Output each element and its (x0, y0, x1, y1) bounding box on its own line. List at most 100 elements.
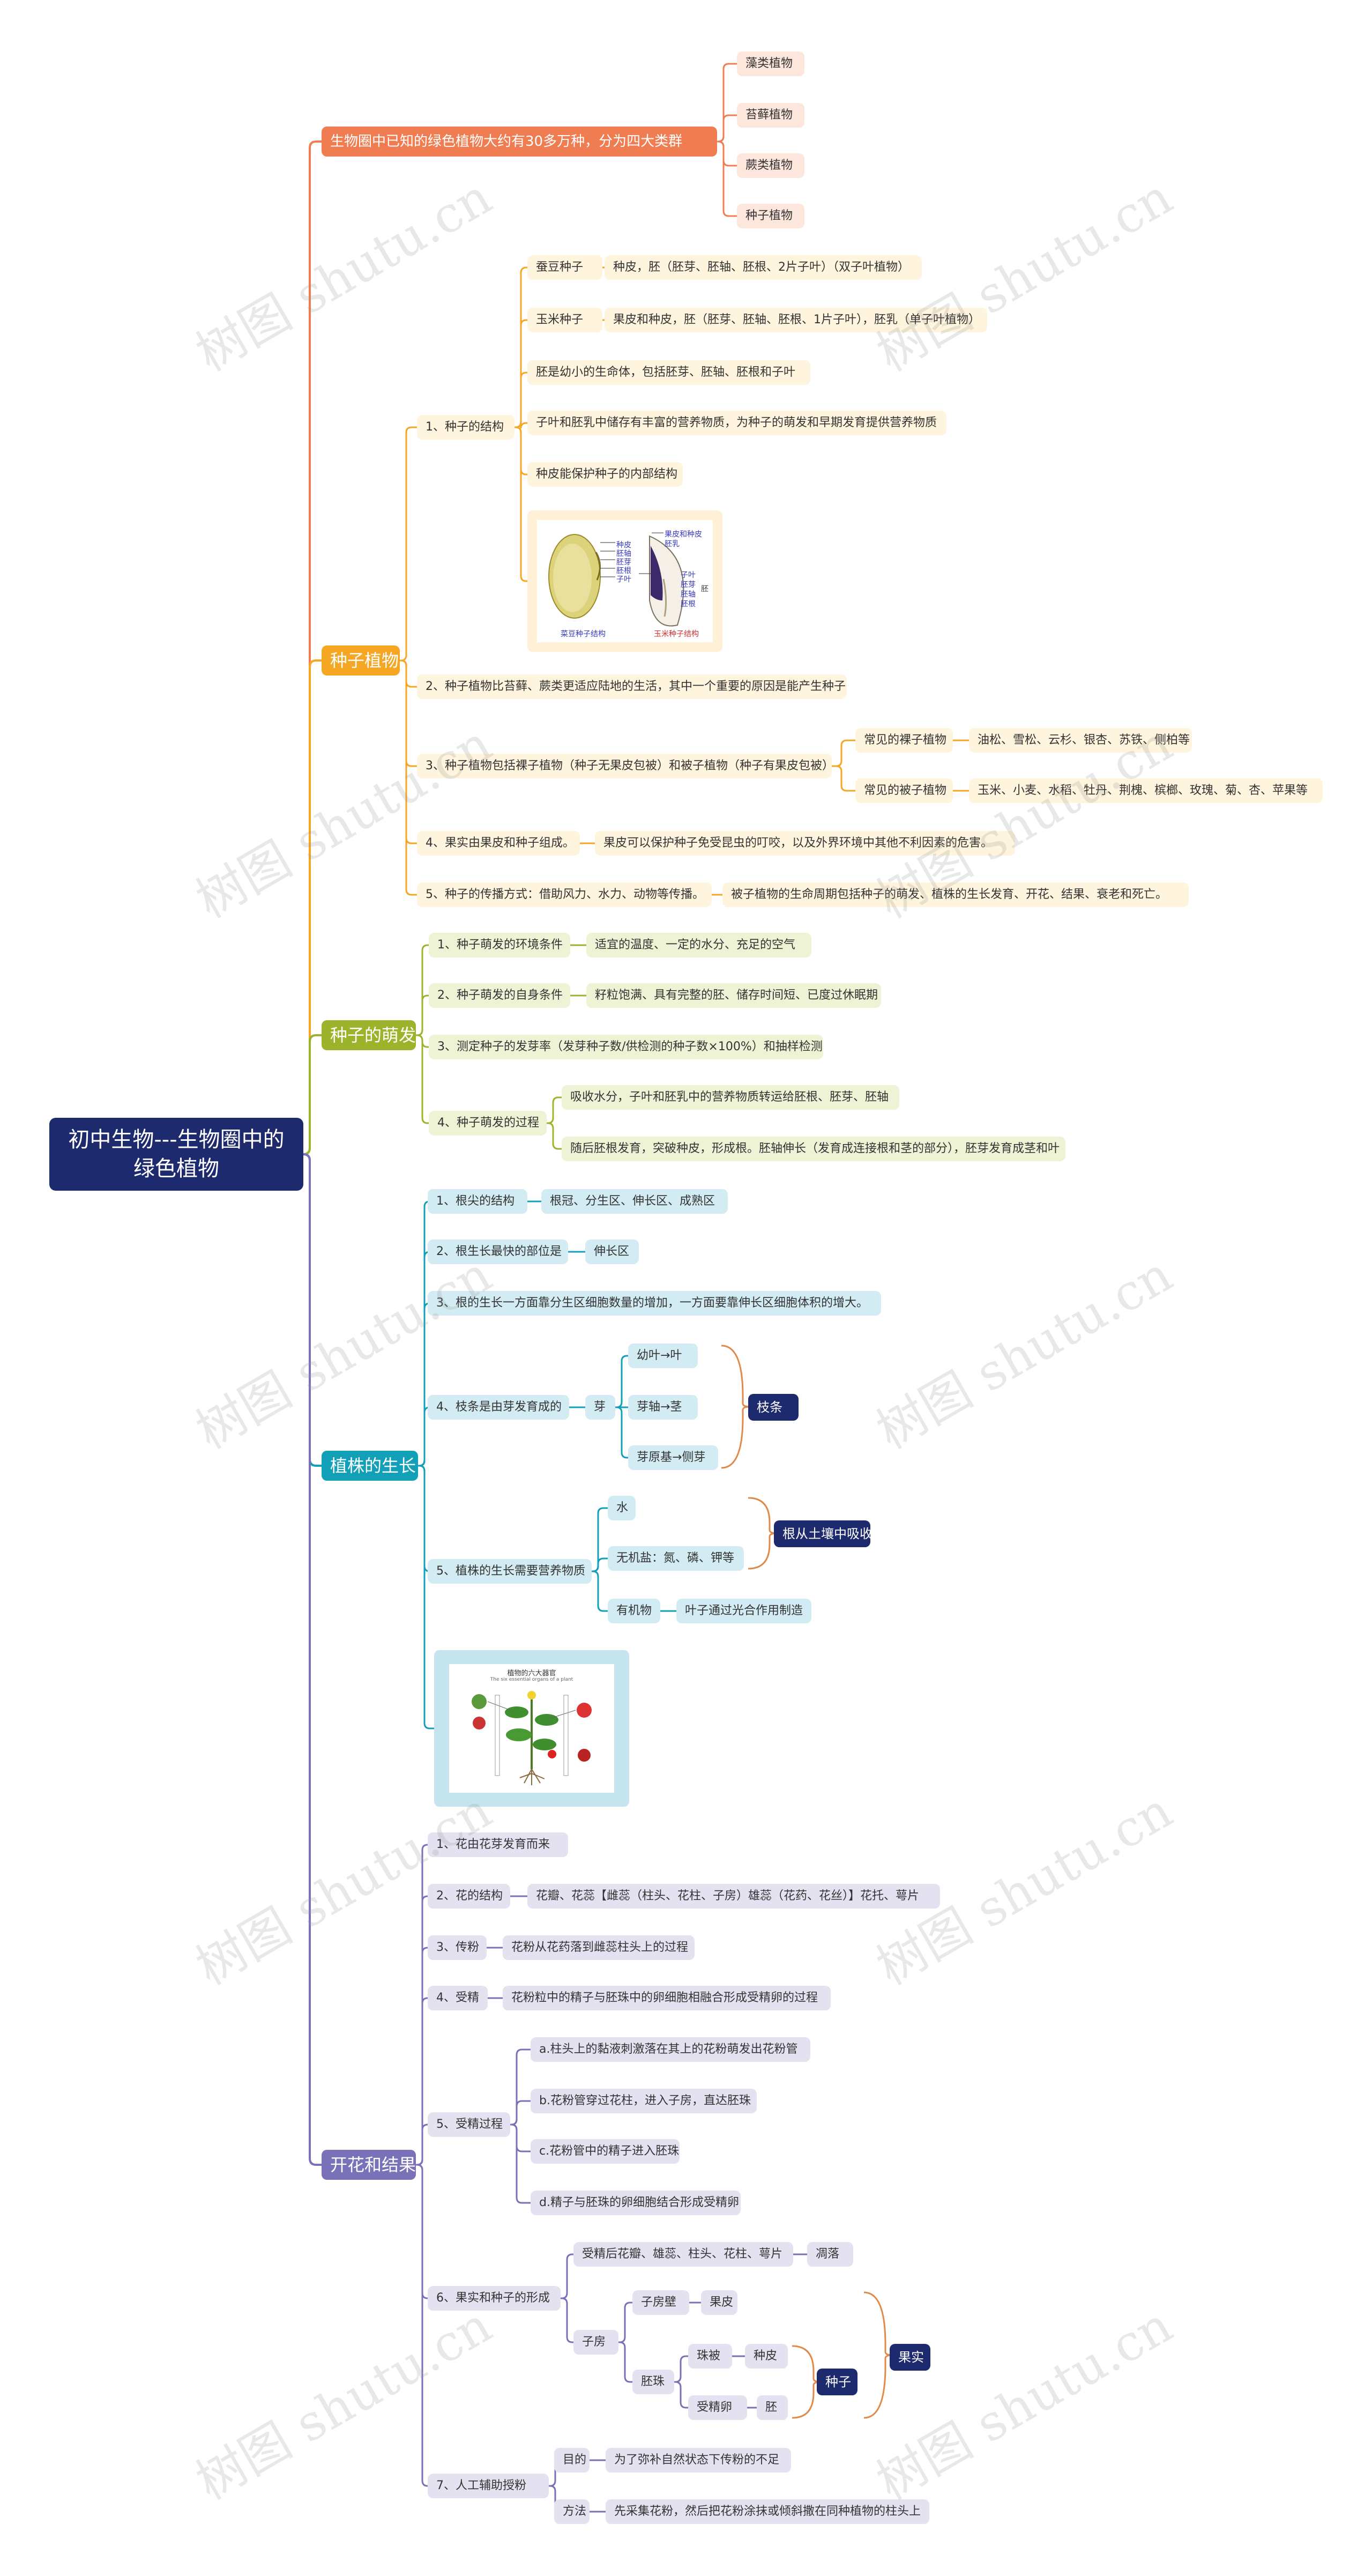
group-algae[interactable]: 藻类植物 (737, 51, 804, 76)
method-label[interactable]: 方法 (554, 2499, 590, 2524)
germ-process[interactable]: 4、种子萌发的过程 (429, 1111, 547, 1135)
plant-organs-title: 植物的六大器官 (507, 1669, 556, 1677)
connector (717, 114, 737, 143)
pericarp[interactable]: 果皮 (701, 2290, 737, 2315)
fastest-growth[interactable]: 2、根生长最快的部位是 (428, 1239, 568, 1264)
group-fern[interactable]: 蕨类植物 (737, 153, 804, 178)
connector (418, 1465, 434, 1729)
seed-advantage[interactable]: 2、种子植物比苔藓、蕨类更适应陆地的生活，其中一个重要的原因是能产生种子 (417, 674, 847, 699)
fruit-composition[interactable]: 4、果实由果皮和种子组成。 (417, 831, 580, 856)
pollination[interactable]: 3、传粉 (428, 1935, 487, 1960)
seed-dispersal[interactable]: 5、种子的传播方式：借助风力、水力、动物等传播。 (417, 882, 712, 907)
life-cycle[interactable]: 被子植物的生命周期包括种子的萌发、植株的生长发育、开花、结果、衰老和死亡。 (722, 882, 1189, 907)
germ-env-conditions[interactable]: 1、种子萌发的环境条件 (429, 933, 570, 957)
corn-seed[interactable]: 玉米种子 (527, 308, 602, 332)
plant-organs-image: 植物的六大器官 The six essential organs of a pl… (434, 1650, 629, 1807)
bean-seed[interactable]: 蚕豆种子 (527, 255, 602, 280)
branch-from-bud[interactable]: 4、枝条是由芽发育成的 (428, 1395, 569, 1420)
embryo[interactable]: 胚 (757, 2395, 788, 2420)
bud-primordium[interactable]: 芽原基→侧芽 (628, 1445, 718, 1470)
nutrient-water[interactable]: 水 (608, 1496, 636, 1520)
connector (832, 765, 855, 792)
root-tip-structure[interactable]: 1、根尖的结构 (428, 1189, 527, 1214)
brace (863, 2291, 893, 2419)
bud-young-leaf[interactable]: 幼叶→叶 (628, 1343, 698, 1368)
organic-source[interactable]: 叶子通过光合作用制造 (676, 1599, 811, 1623)
purpose-detail[interactable]: 为了弥补自然状态下传粉的不足 (606, 2448, 791, 2473)
connector (561, 2297, 573, 2343)
corn-seed-detail[interactable]: 果皮和种皮，胚（胚芽、胚轴、胚根、1片子叶），胚乳（单子叶植物） (605, 308, 987, 332)
germination-rate[interactable]: 3、测定种子的发芽率（发芽种子数/供检测的种子数×100%）和抽样检测 (429, 1035, 823, 1059)
germ-self-conditions[interactable]: 2、种子萌发的自身条件 (429, 983, 570, 1008)
seed-diagram-canvas: 种皮 胚轴 胚芽 胚根 子叶 果皮和种皮 胚乳 子叶 胚芽 胚轴 胚根 胚 菜豆… (537, 520, 713, 642)
seed-result[interactable]: 种子 (817, 2369, 857, 2395)
embryo-note[interactable]: 胚是幼小的生命体，包括胚芽、胚轴、胚根和子叶 (527, 360, 810, 385)
connector (592, 1557, 608, 1572)
gymnosperm-label[interactable]: 常见的裸子植物 (855, 728, 953, 753)
germ-self-detail[interactable]: 籽粒饱满、具有完整的胚、储存时间短、已度过休眠期 (586, 983, 881, 1008)
brace (748, 1497, 778, 1570)
fertilization[interactable]: 4、受精 (428, 1986, 488, 2010)
ovary-wall[interactable]: 子房壁 (632, 2290, 689, 2315)
branch-flower-fruit[interactable]: 开花和结果 (322, 2150, 416, 2180)
growth-nutrients[interactable]: 5、植株的生长需要营养物质 (428, 1559, 592, 1584)
fert-step-a[interactable]: a.柱头上的黏液刺激落在其上的花粉萌发出花粉管 (531, 2037, 810, 2062)
bean-seed-detail[interactable]: 种皮，胚（胚芽、胚轴、胚根、2片子叶）（双子叶植物） (605, 255, 922, 280)
artificial-pollination[interactable]: 7、人工辅助授粉 (428, 2474, 549, 2498)
nutrient-organic[interactable]: 有机物 (608, 1599, 660, 1623)
connector (832, 739, 855, 767)
nutrient-minerals[interactable]: 无机盐：氮、磷、钾等 (608, 1546, 744, 1571)
branch-plant-groups[interactable]: 生物圈中已知的绿色植物大约有30多万种，分为四大类群 (322, 127, 717, 157)
connector (674, 2355, 688, 2383)
withering-result[interactable]: 凋落 (807, 2242, 853, 2267)
root-node[interactable]: 初中生物---生物圈中的绿色植物 (49, 1118, 303, 1191)
ovule[interactable]: 胚珠 (632, 2370, 674, 2394)
seed-coat-note[interactable]: 种皮能保护种子的内部结构 (527, 462, 683, 487)
seed-plant-classes[interactable]: 3、种子植物包括裸子植物（种子无果皮包被）和被子植物（种子有果皮包被） (417, 754, 834, 778)
corn-label-plumule: 胚芽 (681, 581, 696, 589)
fert-step-b[interactable]: b.花粉管穿过花柱，进入子房，直达胚珠 (531, 2089, 757, 2113)
integument[interactable]: 珠被 (688, 2344, 732, 2369)
branch-result[interactable]: 枝条 (748, 1394, 799, 1421)
purpose-label[interactable]: 目的 (554, 2448, 590, 2473)
method-detail[interactable]: 先采集花粉，然后把花粉涂抹或倾斜撒在同种植物的柱头上 (606, 2499, 929, 2524)
connector (547, 1122, 562, 1150)
germ-env-detail[interactable]: 适宜的温度、一定的水分、充足的空气 (586, 933, 811, 957)
connector (615, 1355, 628, 1408)
root-tip-detail[interactable]: 根冠、分生区、伸长区、成熟区 (541, 1189, 728, 1214)
bud-node[interactable]: 芽 (585, 1395, 615, 1420)
seed-coat[interactable]: 种皮 (745, 2344, 788, 2369)
fert-step-c[interactable]: c.花粉管中的精子进入胚珠 (531, 2139, 680, 2164)
fruit-result[interactable]: 果实 (890, 2344, 930, 2371)
flower-structure[interactable]: 2、花的结构 (428, 1884, 510, 1909)
ovary[interactable]: 子房 (573, 2330, 618, 2355)
cotyledon-note[interactable]: 子叶和胚乳中储存有丰富的营养物质，为种子的萌发和早期发育提供营养物质 (527, 411, 946, 435)
connector (618, 2341, 632, 2383)
group-moss[interactable]: 苔藓植物 (737, 103, 804, 128)
branch-seed-plants[interactable]: 种子植物 (322, 645, 400, 675)
fastest-growth-detail[interactable]: 伸长区 (585, 1239, 639, 1264)
connector (615, 1406, 628, 1459)
flower-origin[interactable]: 1、花由花芽发育而来 (428, 1832, 568, 1857)
flower-structure-detail[interactable]: 花瓣、花蕊【雌蕊（柱头、花柱、子房）雄蕊（花药、花丝）】花托、萼片 (527, 1884, 940, 1909)
pollination-detail[interactable]: 花粉从花药落到雌蕊柱头上的过程 (503, 1935, 695, 1960)
branch-plant-growth[interactable]: 植株的生长 (322, 1451, 418, 1481)
fertilization-detail[interactable]: 花粉粒中的精子与胚珠中的卵细胞相融合形成受精卵的过程 (503, 1986, 831, 2010)
germ-process-b[interactable]: 随后胚根发育，突破种皮，形成根。胚轴伸长（发育成连接根和茎的部分），胚芽发育成茎… (562, 1137, 1065, 1161)
withering-parts[interactable]: 受精后花瓣、雄蕊、柱头、花柱、萼片 (573, 2242, 793, 2267)
angiosperm-label[interactable]: 常见的被子植物 (855, 778, 953, 803)
group-seed-plant[interactable]: 种子植物 (737, 204, 804, 228)
gymnosperm-examples[interactable]: 油松、雪松、云杉、银杏、苏铁、侧柏等 (969, 728, 1192, 753)
fert-step-d[interactable]: d.精子与胚珠的卵细胞结合形成受精卵 (531, 2191, 741, 2215)
absorbed-from-soil[interactable]: 根从土壤中吸收 (774, 1520, 873, 1547)
seed-structure[interactable]: 1、种子的结构 (417, 415, 514, 440)
bud-axis[interactable]: 芽轴→茎 (628, 1395, 698, 1420)
branch-germination[interactable]: 种子的萌发 (322, 1020, 416, 1050)
angiosperm-examples[interactable]: 玉米、小麦、水稻、牡丹、荆槐、槟榔、玫瑰、菊、杏、苹果等 (969, 778, 1323, 803)
root-growth-note[interactable]: 3、根的生长一方面靠分生区细胞数量的增加，一方面要靠伸长区细胞体积的增大。 (428, 1291, 881, 1316)
fruit-seed-formation[interactable]: 6、果实和种子的形成 (428, 2286, 561, 2311)
germ-process-a[interactable]: 吸收水分，子叶和胚乳中的营养物质转运给胚根、胚芽、胚轴 (562, 1085, 899, 1110)
fertilization-process[interactable]: 5、受精过程 (428, 2112, 510, 2137)
fruit-coat-function[interactable]: 果皮可以保护种子免受昆虫的叮咬，以及外界环境中其他不利因素的危害。 (595, 831, 1015, 856)
zygote[interactable]: 受精卵 (688, 2395, 747, 2420)
